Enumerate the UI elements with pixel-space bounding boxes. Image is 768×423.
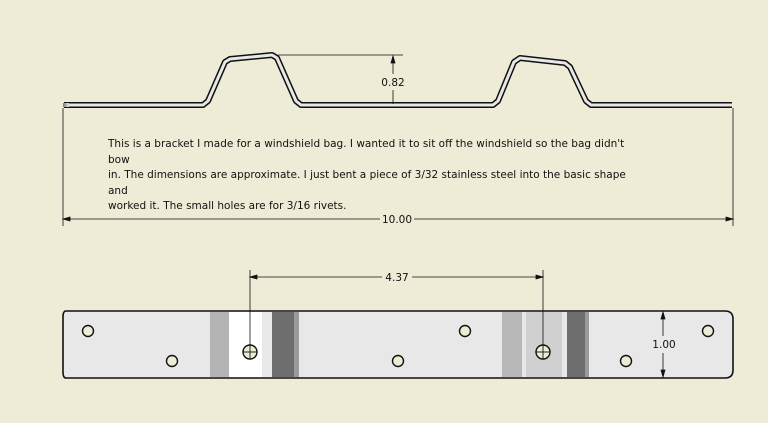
rivet-holes <box>81 324 715 368</box>
rivet-hole <box>701 324 715 338</box>
width-dimension-label: 1.00 <box>652 339 675 351</box>
bracket-top-view <box>62 310 734 379</box>
rivet-hole <box>619 354 633 368</box>
note-line: in. The dimensions are approximate. I ju… <box>108 169 626 197</box>
width-dimension <box>660 310 666 379</box>
annotation-note: This is a bracket I made for a windshiel… <box>108 137 648 215</box>
length-dimension <box>61 108 735 226</box>
height-dimension-label: 0.82 <box>381 77 404 89</box>
hole-spacing-dimension-label: 4.37 <box>385 272 408 284</box>
rivet-hole <box>391 354 405 368</box>
length-dimension-label: 10.00 <box>382 214 412 226</box>
rivet-hole <box>165 354 179 368</box>
rivet-hole <box>458 324 472 338</box>
rivet-hole <box>81 324 95 338</box>
bracket-side-profile <box>63 52 732 108</box>
hole-spacing-dimension <box>248 270 545 345</box>
height-dimension <box>278 54 403 104</box>
note-line: worked it. The small holes are for 3/16 … <box>108 200 347 212</box>
note-line: This is a bracket I made for a windshiel… <box>108 138 625 166</box>
